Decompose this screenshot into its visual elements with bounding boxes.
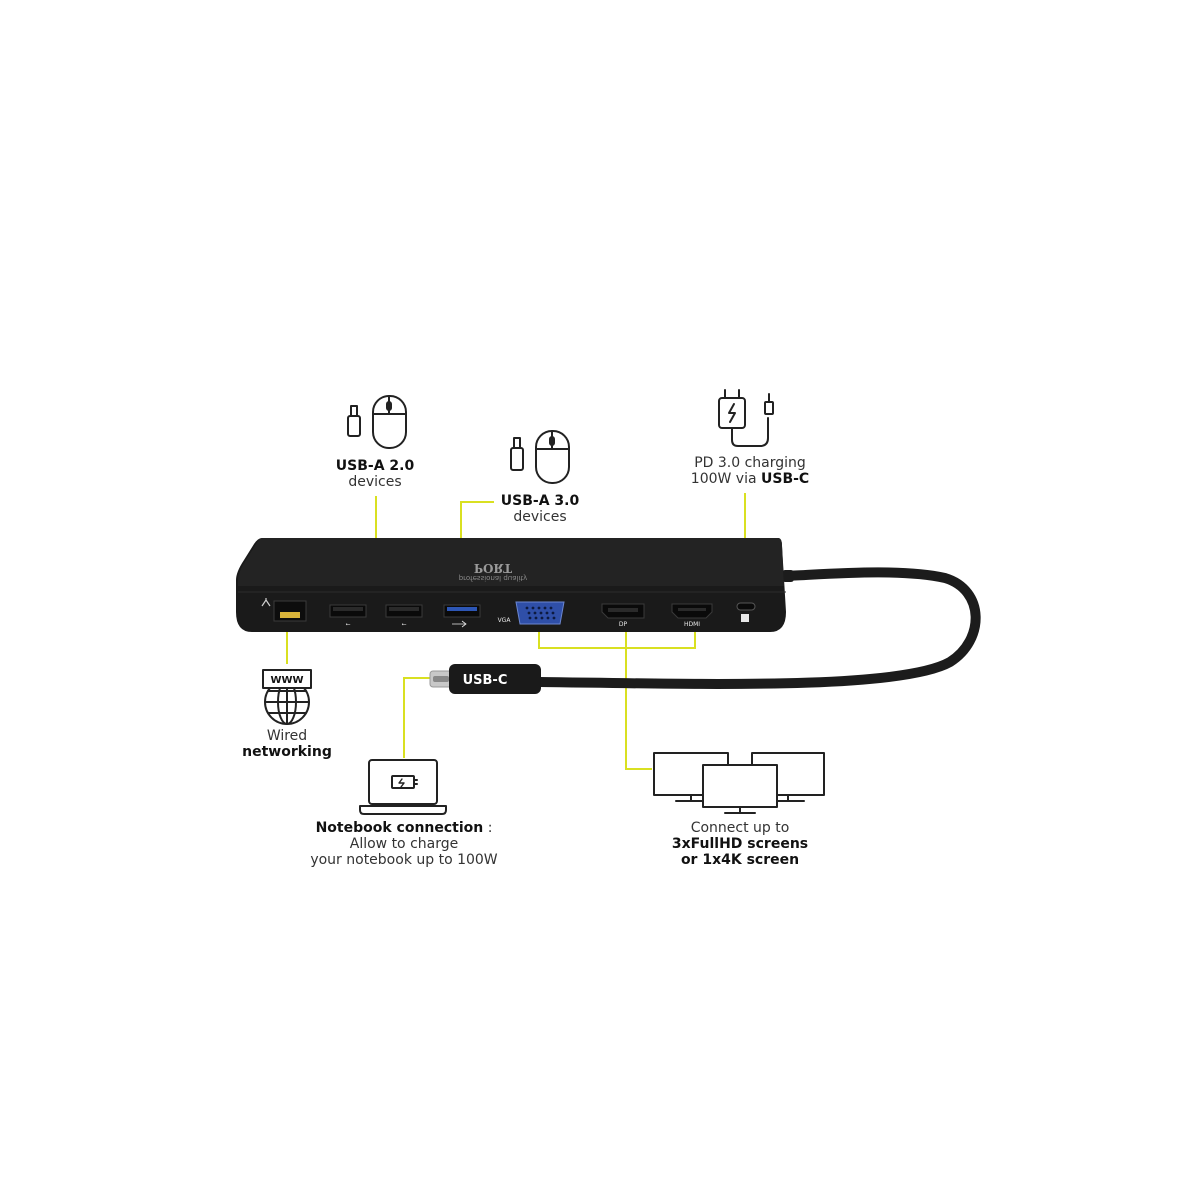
brand-logo-text: PORT (474, 561, 512, 575)
screens-line3: or 1x4K screen (680, 852, 800, 868)
wired-label: Wired (266, 728, 308, 744)
screens-line2: 3xFullHD screens (671, 836, 809, 852)
screens-line1: Connect up to (690, 820, 790, 836)
usb-a20-title: USB-A 2.0 (335, 458, 415, 474)
cable-strain-relief (782, 570, 794, 582)
usb-c-connector-label: USB-C (463, 673, 508, 688)
pd-charging-callout: PD 3.0 charging 100W via USB-C (680, 455, 820, 487)
hdmi-port-label: HDMI (684, 621, 700, 628)
www-label: WWW (270, 675, 303, 686)
usb-a20-port-1-symbol: ⭠ (346, 621, 351, 628)
usb-a30-callout: USB-A 3.0 devices (485, 493, 595, 525)
wired-networking-callout: Wired networking (232, 728, 342, 760)
brand-logo: PORT professional quality (459, 561, 528, 582)
usb-a30-port (443, 604, 481, 628)
usb-stick-icon (510, 437, 524, 471)
displayport-port: DP (601, 603, 645, 628)
usb-a20-port-2-symbol: ⭠ (402, 621, 407, 628)
usb-a30-title: USB-A 3.0 (500, 493, 580, 509)
vga-bracket-line (538, 626, 696, 649)
screens-callout: Connect up to 3xFullHD screens or 1x4K s… (650, 820, 830, 868)
usb-a20-port-2: ⭠ (385, 604, 423, 628)
brand-subtext: professional quality (459, 574, 528, 582)
vga-port-label: VGA (498, 617, 512, 624)
pd-charging-line2-prefix: 100W via (690, 471, 761, 487)
monitor-icon (702, 764, 778, 814)
cable-plug-icon (764, 393, 774, 415)
dp-port-label: DP (619, 621, 628, 628)
mouse-icon (372, 395, 407, 449)
pd-charging-line2-bold: USB-C (761, 471, 810, 487)
usb-c-connector: USB-C (429, 664, 541, 694)
usb-c-cable (535, 567, 981, 689)
dp-connector-line (625, 626, 652, 770)
docking-hub: PORT professional quality ⭠ ⭠ VG (236, 538, 786, 632)
notebook-callout: Notebook connection : Allow to charge yo… (296, 820, 512, 868)
notebook-title: Notebook connection (315, 820, 484, 836)
usb-a20-subtitle: devices (348, 474, 402, 490)
notebook-connector-line (403, 677, 449, 758)
usb-stick-icon (347, 405, 361, 437)
mouse-icon (535, 430, 570, 484)
notebook-title-suffix: : (483, 820, 493, 836)
notebook-line2: Allow to charge (349, 836, 459, 852)
laptop-battery-icon (359, 759, 447, 815)
hdmi-port: HDMI (671, 603, 713, 628)
usb-a20-port-1: ⭠ (329, 604, 367, 628)
networking-label: networking (242, 744, 332, 760)
usb-a20-callout: USB-A 2.0 devices (320, 458, 430, 490)
usb-c-pd-port (736, 602, 756, 622)
usb-a30-subtitle: devices (513, 509, 567, 525)
ethernet-port (261, 598, 307, 622)
charger-icon (718, 389, 769, 447)
www-box (262, 669, 312, 689)
pd-charging-line1: PD 3.0 charging (694, 455, 806, 471)
vga-port: VGA (498, 601, 565, 625)
notebook-line3: your notebook up to 100W (310, 852, 498, 868)
